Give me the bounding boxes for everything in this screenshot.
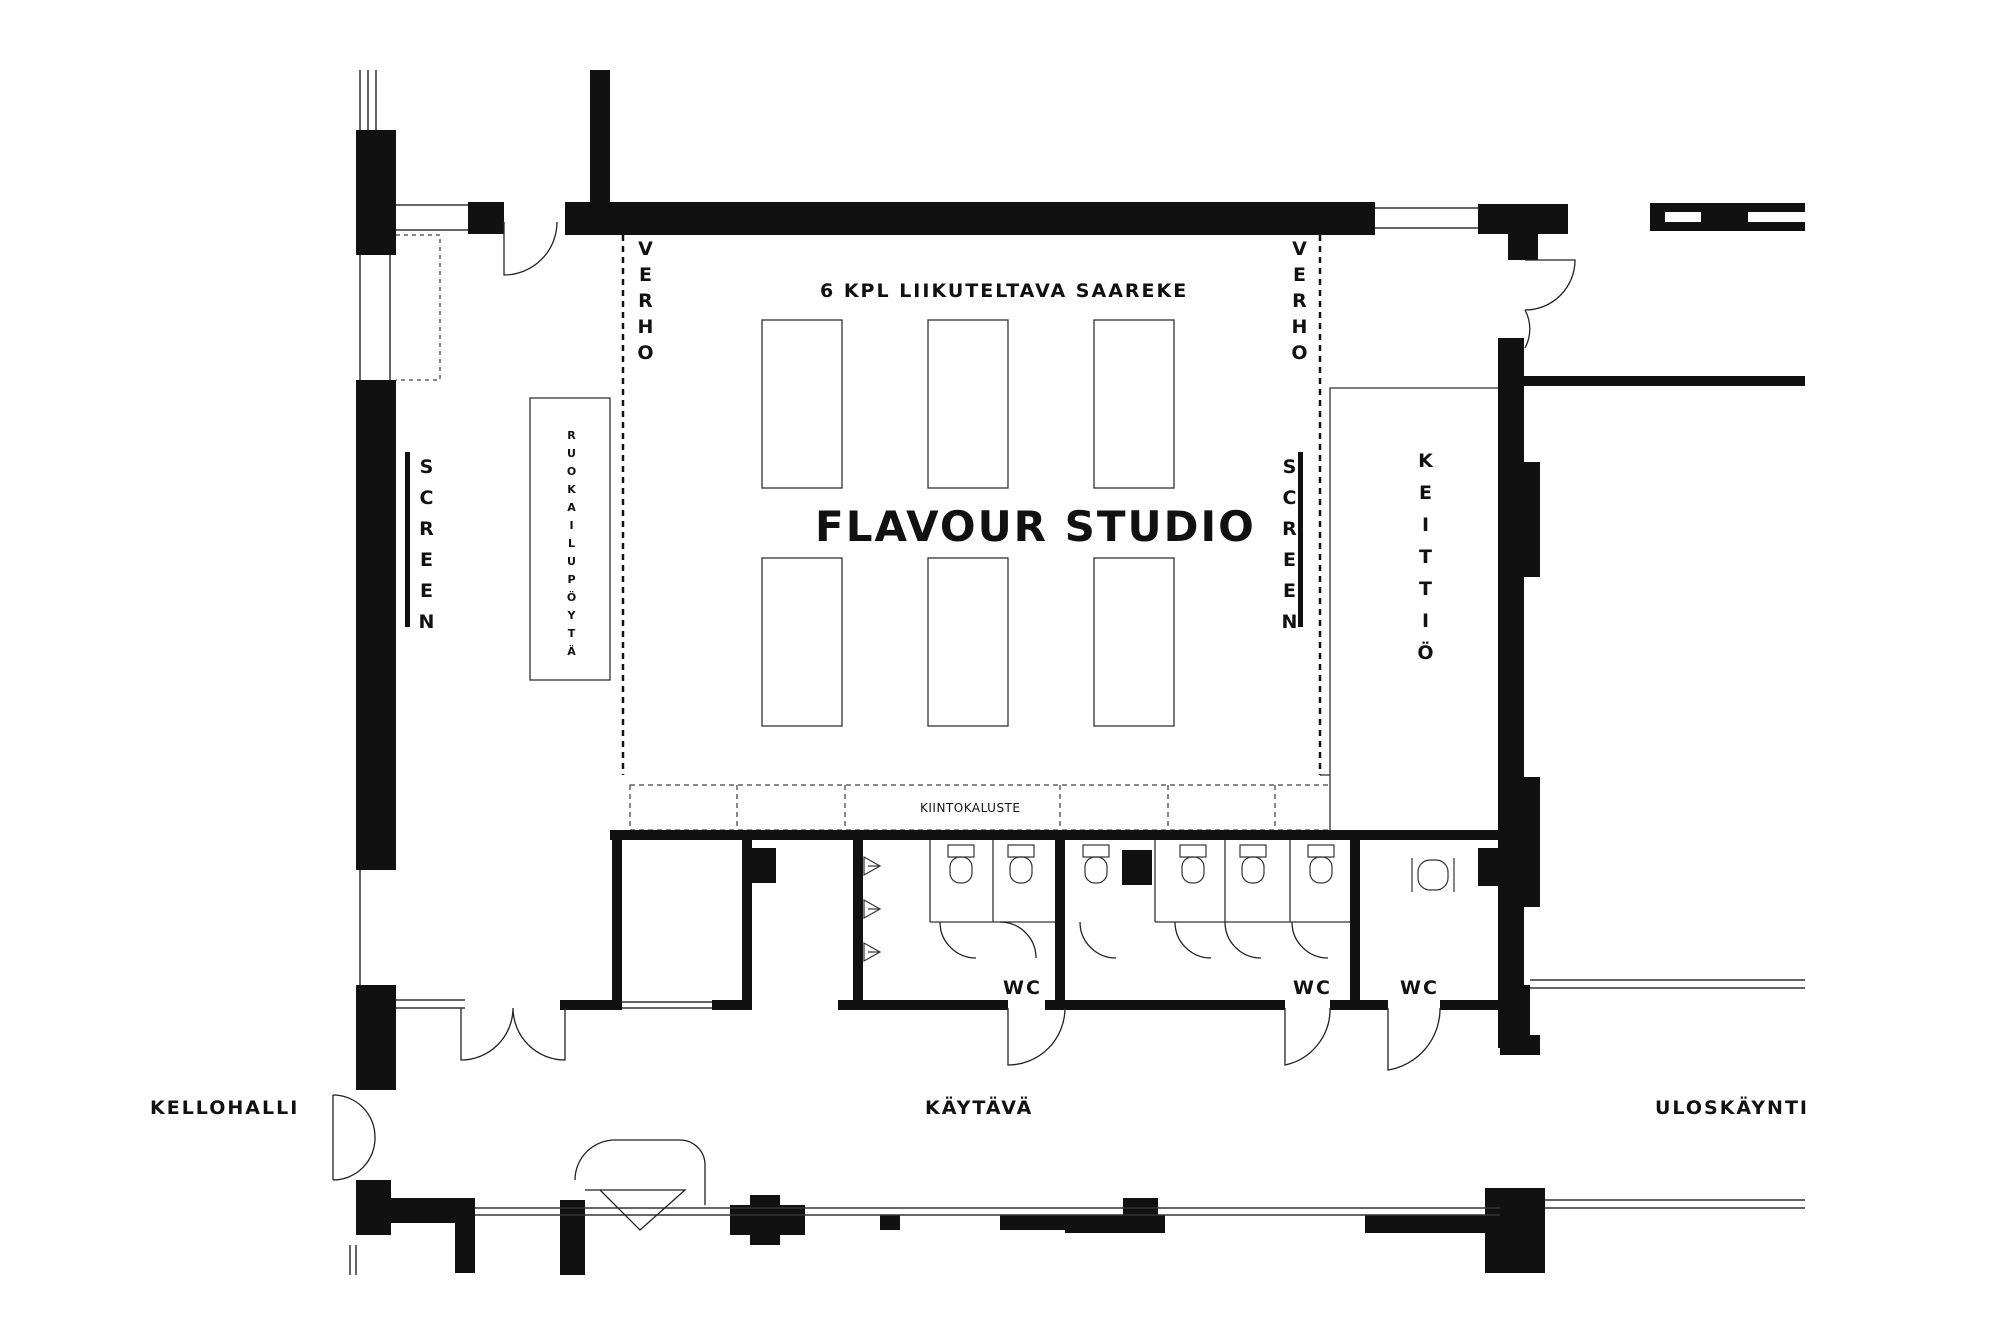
door-kellohalli: [332, 1094, 376, 1181]
toilet: [1239, 844, 1267, 884]
clock-hall-label: KELLOHALLI: [150, 1097, 300, 1119]
urinal: [863, 898, 882, 920]
doors: [332, 221, 1576, 1231]
door-top-right: [1524, 259, 1576, 311]
wall-top-corner: [1508, 230, 1538, 260]
wall-pier-1: [752, 848, 776, 883]
wc-label-1: WC: [1003, 977, 1042, 999]
thin-lines: [529, 319, 1498, 923]
wall-right-arm: [1520, 376, 1805, 386]
wall-left-main: [356, 380, 396, 870]
wall-right-pilaster-1: [1520, 462, 1540, 577]
corridor-label: KÄYTÄVÄ: [925, 1097, 1034, 1119]
wc-label-3: WC: [1400, 977, 1439, 999]
wall-room-div-3: [853, 835, 863, 1005]
wall-top-stub: [590, 70, 610, 210]
accessible-toilet: [1411, 858, 1455, 892]
toilet: [1307, 844, 1335, 884]
toilet: [1007, 844, 1035, 884]
wall-top-right: [1478, 204, 1568, 234]
screen-right-bar: [1298, 452, 1303, 627]
wall-pier-3: [1478, 848, 1508, 886]
wall-room-div-4: [1055, 835, 1065, 1005]
islands-label: 6 KPL LIIKUTELTAVA SAAREKE: [820, 280, 1189, 302]
island-3: [1093, 319, 1175, 489]
door-wc-1: [1007, 1007, 1066, 1066]
wc-label-2: WC: [1293, 977, 1332, 999]
door-wc-2: [1284, 1007, 1331, 1066]
urinal: [863, 855, 882, 877]
screen-left-bar: [405, 452, 410, 627]
exit-label: ULOSKÄYNTI: [1655, 1097, 1809, 1119]
toilet: [1082, 844, 1110, 884]
wall-top-left-pier: [468, 202, 504, 234]
wall-right-pilaster-2: [1520, 777, 1540, 907]
dining-table: [529, 397, 611, 681]
island-6: [1093, 557, 1175, 727]
kitchen-counter: [1329, 387, 1498, 830]
wall-top: [565, 202, 1375, 235]
walls: [356, 70, 1805, 1275]
fixtures-label: KIINTOKALUSTE: [920, 801, 1021, 815]
island-4: [761, 557, 843, 727]
wall-room-div-1: [612, 835, 622, 1005]
wall-right: [1498, 338, 1524, 1048]
toilets: [863, 844, 1455, 963]
door-wc-3: [1387, 1007, 1441, 1071]
toilet: [1179, 844, 1207, 884]
wall-pier-2: [1122, 850, 1152, 885]
toilet: [947, 844, 975, 884]
windows: [349, 70, 1805, 1275]
wall-room-div-2: [742, 835, 752, 1005]
island-1: [761, 319, 843, 489]
wall-left-lower: [356, 985, 396, 1090]
island-2: [927, 319, 1009, 489]
studio-title: FLAVOUR STUDIO: [815, 502, 1256, 551]
wall-right-bottom-foot: [1500, 1035, 1540, 1055]
door-top-left: [503, 221, 558, 276]
door-corridor-double: [460, 1007, 566, 1061]
wall-room-div-5: [1350, 835, 1360, 1005]
urinal: [863, 941, 882, 963]
wall-left-upper: [356, 130, 396, 255]
island-5: [927, 557, 1009, 727]
